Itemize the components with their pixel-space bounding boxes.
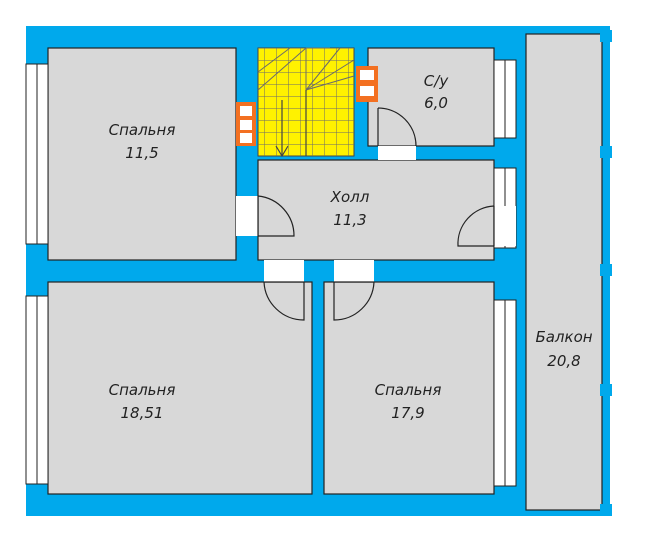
window-bathroom	[493, 59, 517, 139]
room-area-bathroom: 6,0	[424, 94, 448, 112]
vent-duct-left	[236, 102, 256, 146]
room-name-bedroom-bottom-left: Спальня	[109, 381, 176, 399]
window-top-left-bedroom	[25, 63, 49, 245]
room-name-hall: Холл	[330, 188, 370, 206]
room-name-bathroom: С/у	[424, 72, 450, 90]
bedroom-top-left-floor	[47, 47, 237, 261]
hall-floor	[257, 159, 495, 261]
window-bottom-right-bedroom	[493, 299, 517, 487]
room-name-bedroom-bottom-right: Спальня	[375, 381, 442, 399]
balcony-posts	[600, 30, 612, 516]
balcony-floor	[525, 33, 603, 511]
room-name-bedroom-top-left: Спальня	[109, 121, 176, 139]
bedroom-bottom-right-floor	[323, 281, 495, 495]
bedroom-bottom-left-floor	[47, 281, 313, 495]
door-bedroom-bottom-right	[333, 260, 375, 321]
room-area-bedroom-top-left: 11,5	[125, 144, 158, 162]
staircase	[257, 47, 355, 158]
room-name-balcony: Балкон	[535, 328, 592, 346]
room-area-bedroom-bottom-left: 18,51	[121, 404, 164, 422]
door-bedroom-top-left	[236, 195, 295, 237]
door-bathroom	[377, 107, 417, 160]
room-area-bedroom-bottom-right: 17,9	[391, 404, 424, 422]
door-bedroom-bottom-left	[263, 260, 305, 321]
room-area-balcony: 20,8	[547, 352, 580, 370]
room-area-hall: 11,3	[333, 211, 366, 229]
vent-duct-bathroom	[356, 66, 378, 102]
window-bottom-left-bedroom	[25, 295, 49, 485]
door-hall-balcony	[457, 205, 516, 247]
